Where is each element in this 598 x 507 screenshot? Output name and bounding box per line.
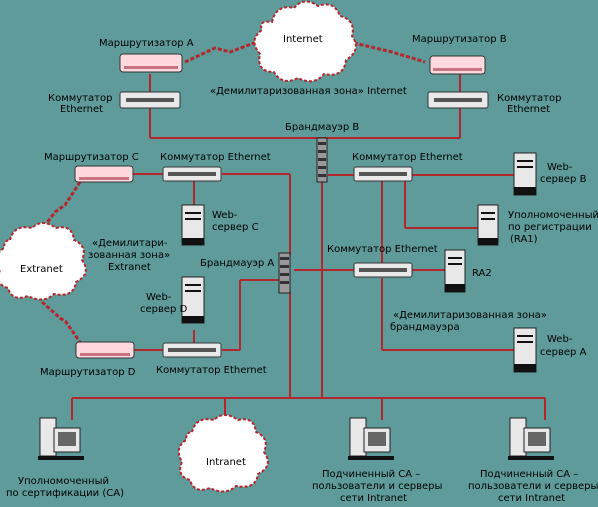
dmz-extranet-label-2: зованная зона» (88, 250, 170, 261)
router-b-label: Маршрутизатор B (412, 34, 507, 45)
router-a (119, 53, 183, 73)
ra2-server (444, 249, 466, 293)
firewall-b-label: Брандмауэр B (285, 122, 359, 133)
ra1-server (477, 204, 499, 246)
ca-label-1: Уполномоченный (18, 476, 109, 487)
ca-workstation (38, 417, 84, 460)
firewall-a (278, 252, 291, 294)
router-d-label: Маршрутизатор D (40, 367, 136, 378)
intranet-label: Intranet (206, 457, 246, 468)
sub-ca1-label-1: Подчиненный CA – (322, 469, 420, 480)
switch-r1 (353, 166, 413, 182)
firewall-b (316, 137, 328, 183)
switch-right-label-2: Ethernet (507, 104, 550, 115)
switch-right (427, 91, 489, 109)
switch-right-label-1: Коммутатор (497, 93, 561, 104)
web-server-b-label-2: сервер B (540, 174, 587, 185)
switch-c (162, 166, 222, 182)
router-d (75, 341, 135, 359)
internet-cloud (253, 0, 357, 83)
sub-ca-workstation-2 (508, 417, 554, 460)
switch-c-label: Коммутатор Ethernet (160, 152, 271, 163)
dmz-extranet-label-3: Extranet (108, 262, 151, 273)
web-server-c-label-2: сервер C (212, 222, 259, 233)
wan-links (38, 38, 426, 343)
router-c-label: Маршрутизатор C (44, 152, 139, 163)
web-server-b-label-1: Web- (547, 162, 573, 173)
router-b (429, 55, 486, 75)
switch-d (162, 342, 222, 358)
dmz-firewall-label-2: брандмауэра (390, 322, 460, 333)
sub-ca1-label-2: пользователи и серверы (312, 481, 442, 492)
sub-ca2-label-2: пользователи и серверы (468, 481, 598, 492)
web-server-d-label-1: Web- (146, 292, 172, 303)
ra1-label-1: Уполномоченный (508, 210, 598, 221)
sub-ca2-label-3: сети Intranet (498, 493, 565, 504)
web-server-c (181, 204, 205, 246)
sub-ca2-label-1: Подчиненный CA – (480, 469, 578, 480)
extranet-label: Extranet (20, 264, 63, 275)
ra2-label: RA2 (472, 268, 492, 279)
web-server-b (513, 152, 537, 196)
sub-ca-workstation-1 (348, 417, 394, 460)
dmz-extranet-label-1: «Демилитари- (92, 238, 168, 249)
internet-label: Internet (283, 34, 323, 45)
dmz-internet-label: «Демилитаризованная зона» Internet (210, 86, 407, 97)
extranet-cloud (0, 222, 87, 301)
web-server-d (181, 276, 205, 324)
switch-left (119, 91, 181, 109)
dmz-firewall-label-1: «Демилитаризованная зона» (393, 310, 547, 321)
switch-r2-label: Коммутатор Ethernet (327, 244, 438, 255)
switch-d-label: Коммутатор Ethernet (156, 365, 267, 376)
web-server-d-label-2: сервер D (140, 304, 188, 315)
ca-label-2: по сертификации (CA) (6, 488, 124, 499)
intranet-cloud (177, 414, 269, 493)
switch-r1-label: Коммутатор Ethernet (352, 152, 463, 163)
switch-r2 (353, 262, 413, 278)
sub-ca1-label-3: сети Intranet (340, 493, 407, 504)
web-server-a-label-1: Web- (547, 334, 573, 345)
router-a-label: Маршрутизатор A (99, 38, 194, 49)
ra1-label-2: по регистрации (508, 222, 592, 233)
switch-left-label-1: Коммутатор (48, 93, 112, 104)
firewall-a-label: Брандмауэр A (200, 258, 274, 269)
web-server-c-label-1: Web- (212, 210, 238, 221)
web-server-a (513, 327, 537, 373)
switch-left-label-2: Ethernet (60, 104, 103, 115)
web-server-a-label-2: сервер A (540, 347, 587, 358)
router-c (74, 165, 134, 183)
ra1-label-3: (RA1) (510, 234, 538, 245)
